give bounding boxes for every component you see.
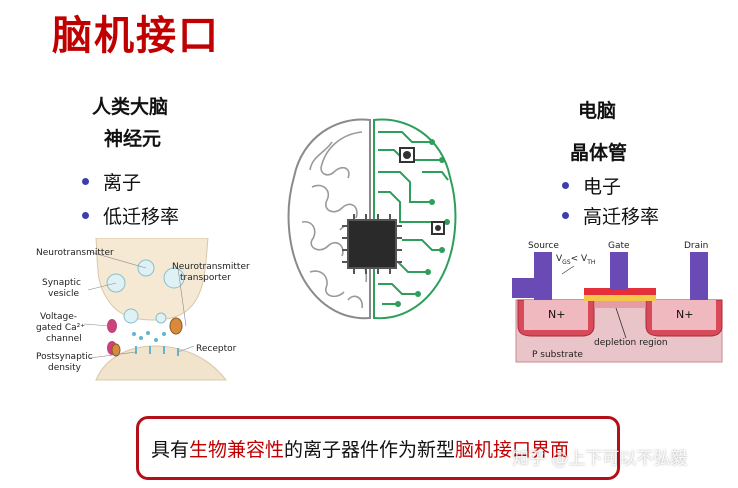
summary-part1: 具有	[151, 438, 190, 461]
summary-part3: 的离子器件作为新型	[284, 438, 456, 461]
right-bullet-electron: 电子	[562, 172, 621, 199]
bullet-text: 高迁移率	[583, 206, 660, 228]
bullet-text: 离子	[103, 172, 142, 194]
label-gated-ca: gated Ca²⁺	[36, 323, 86, 333]
right-heading-transistor: 晶体管	[570, 142, 628, 164]
bullet-dot-icon	[82, 212, 89, 219]
label-p-substrate: P substrate	[532, 350, 583, 360]
bullet-text: 低迁移率	[103, 206, 180, 228]
left-heading-brain: 人类大脑	[92, 96, 169, 118]
label-nplus-right: N+	[676, 308, 694, 321]
label-transporter: transporter	[180, 273, 231, 283]
label-drain: Drain	[684, 241, 709, 251]
bullet-dot-icon	[562, 212, 569, 219]
brain-chip-icon	[287, 118, 457, 320]
summary-box: 具有生物兼容性的离子器件作为新型脑机接口界面	[136, 416, 620, 480]
bullet-dot-icon	[562, 182, 569, 189]
label-transporter-top: Neurotransmitter	[172, 262, 250, 272]
label-channel: channel	[46, 334, 82, 344]
label-vgs-vth: VGS< VTH	[556, 254, 596, 266]
transistor-illustration	[512, 252, 723, 363]
label-voltage: Voltage-	[40, 312, 78, 322]
left-heading-neuron: 神经元	[104, 128, 162, 150]
bullet-text: 电子	[583, 176, 622, 198]
label-receptor: Receptor	[196, 344, 237, 354]
left-bullet-low-mobility: 低迁移率	[82, 202, 179, 229]
label-vesicle: vesicle	[48, 289, 80, 299]
label-synaptic: Synaptic	[42, 278, 81, 288]
brain-chip-illustration	[282, 112, 462, 327]
left-bullet-ion: 离子	[82, 168, 141, 195]
label-depletion-region: depletion region	[594, 338, 668, 348]
label-neurotransmitter: Neurotransmitter	[36, 248, 114, 258]
page-title: 脑机接口	[52, 13, 220, 59]
label-postsynaptic: Postsynaptic	[36, 352, 93, 362]
label-source: Source	[528, 241, 559, 251]
right-heading-computer: 电脑	[578, 100, 617, 122]
transistor-figure: Source Gate Drain VGS< VTH N+ N+ depleti…	[512, 238, 726, 364]
summary-highlight-biocompat: 生物兼容性	[189, 438, 285, 461]
label-density: density	[48, 363, 81, 373]
summary-highlight-bci: 脑机接口界面	[455, 438, 570, 461]
synapse-figure: Neurotransmitter Synaptic vesicle Voltag…	[36, 237, 264, 383]
label-nplus-left: N+	[548, 308, 566, 321]
label-gate: Gate	[608, 241, 630, 251]
bullet-dot-icon	[82, 178, 89, 185]
synapse-illustration	[83, 237, 228, 381]
watermark: 知乎 @上下可以不弘毅	[512, 449, 688, 469]
right-bullet-high-mobility: 高迁移率	[562, 202, 659, 229]
